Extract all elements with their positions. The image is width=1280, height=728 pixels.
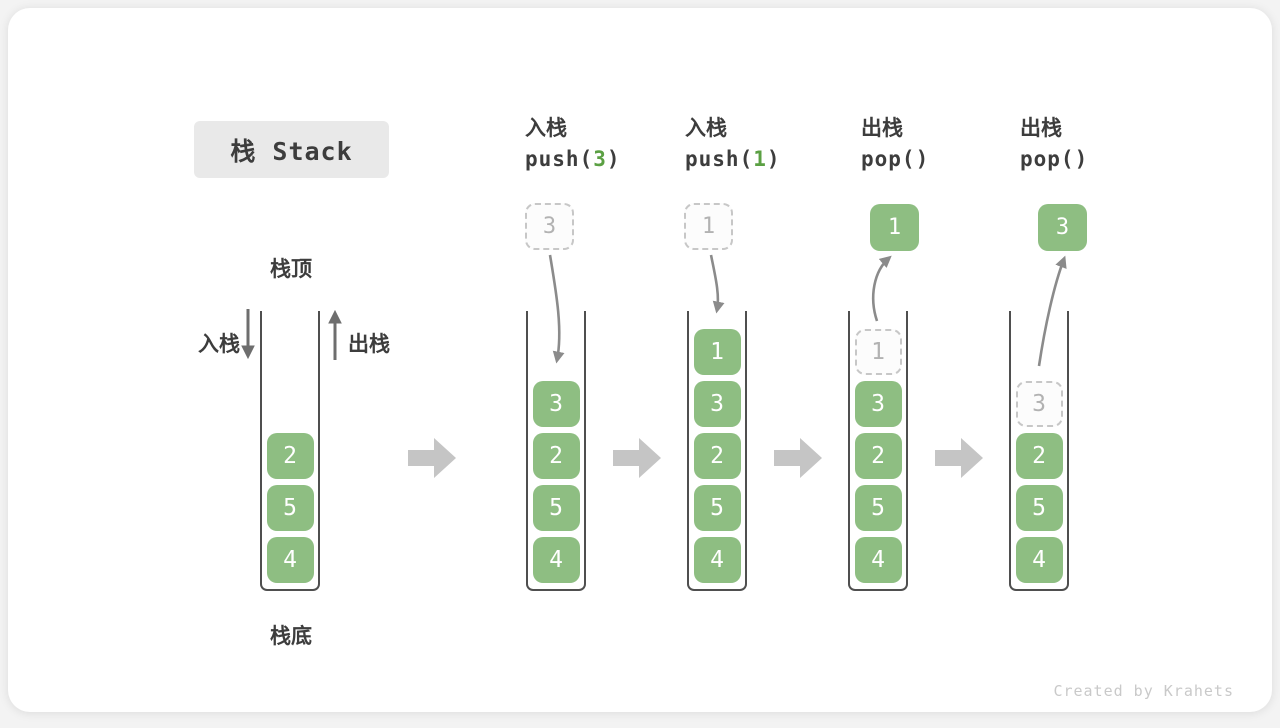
stack-cell: 4	[693, 537, 741, 583]
stage-code-label: push(3)	[525, 147, 621, 171]
stage-op-label: 入栈	[525, 117, 567, 140]
stack-cell: 5	[854, 485, 902, 531]
code-prefix: push(	[685, 147, 754, 171]
code-argument: 3	[593, 147, 607, 171]
stage-code-label: push(1)	[685, 147, 781, 171]
stack-cells: 3 2 5 4	[1011, 311, 1067, 589]
figure-title: 栈 Stack	[230, 136, 353, 166]
stack-cell: 5	[1015, 485, 1063, 531]
stack-cell: 4	[854, 537, 902, 583]
code-prefix: pop(	[861, 147, 916, 171]
figure-card: 栈 Stack 栈顶 栈底 入栈 出栈 入栈 push(3) 入栈 push(1…	[8, 8, 1272, 712]
stack-cell: 5	[532, 485, 580, 531]
code-argument: 1	[753, 147, 767, 171]
stack-cell: 4	[532, 537, 580, 583]
stage-header-pop-3: 出栈 pop()	[1020, 112, 1088, 171]
stage-code-label: pop()	[1020, 147, 1088, 171]
stack-bottom-label: 栈底	[270, 625, 312, 648]
stage-header-push-3: 入栈 push(3)	[525, 112, 621, 171]
stack-cell: 2	[532, 433, 580, 479]
stage-op-label: 出栈	[861, 117, 903, 140]
stack-cell: 4	[266, 537, 314, 583]
arrows-overlay	[241, 254, 1067, 478]
popped-value-box: 3	[1038, 204, 1087, 251]
popped-value-box: 1	[870, 204, 919, 251]
stage-op-label: 出栈	[1020, 117, 1062, 140]
stack-cells: 1 3 2 5 4	[850, 311, 906, 589]
stack-container-after-pop-1: 1 3 2 5 4	[848, 311, 908, 591]
pop-direction-label: 出栈	[348, 333, 390, 356]
stack-cell: 3	[532, 381, 580, 427]
stack-cell: 5	[266, 485, 314, 531]
code-suffix: )	[1074, 147, 1089, 171]
next-step-arrow	[408, 438, 456, 478]
next-step-arrow	[774, 438, 822, 478]
stage-op-label: 入栈	[685, 117, 727, 140]
code-suffix: )	[915, 147, 930, 171]
stack-container-after-pop-3: 3 2 5 4	[1009, 311, 1069, 591]
stack-cell: 4	[1015, 537, 1063, 583]
code-prefix: push(	[525, 147, 594, 171]
next-step-arrow	[613, 438, 661, 478]
stack-top-label: 栈顶	[270, 258, 312, 281]
code-suffix: )	[766, 147, 781, 171]
incoming-value-box: 3	[525, 203, 574, 250]
watermark: Created by Krahets	[1053, 682, 1234, 700]
popped-ghost-cell: 1	[854, 329, 902, 375]
stack-container-after-push-3: 3 2 5 4	[526, 311, 586, 591]
push-direction-label: 入栈	[198, 333, 240, 356]
next-step-arrow	[935, 438, 983, 478]
stage-header-push-1: 入栈 push(1)	[685, 112, 781, 171]
stage-code-label: pop()	[861, 147, 929, 171]
stack-cell: 1	[693, 329, 741, 375]
stage-header-pop-1: 出栈 pop()	[861, 112, 929, 171]
code-suffix: )	[606, 147, 621, 171]
stack-cell: 3	[854, 381, 902, 427]
stack-cell: 2	[854, 433, 902, 479]
push-motion-arrow	[709, 254, 725, 314]
stack-container-initial: 2 5 4	[260, 311, 320, 591]
popped-ghost-cell: 3	[1015, 381, 1063, 427]
stack-container-after-push-1: 1 3 2 5 4	[687, 311, 747, 591]
stack-cell: 5	[693, 485, 741, 531]
stack-cells: 1 3 2 5 4	[689, 311, 745, 589]
code-prefix: pop(	[1020, 147, 1075, 171]
stack-cell: 2	[266, 433, 314, 479]
stack-cell: 2	[1015, 433, 1063, 479]
stack-cell: 2	[693, 433, 741, 479]
stack-cells: 3 2 5 4	[528, 311, 584, 589]
stack-cell: 3	[693, 381, 741, 427]
figure-title-box: 栈 Stack	[194, 121, 389, 178]
stack-cells: 2 5 4	[262, 311, 318, 589]
incoming-value-box: 1	[684, 203, 733, 250]
